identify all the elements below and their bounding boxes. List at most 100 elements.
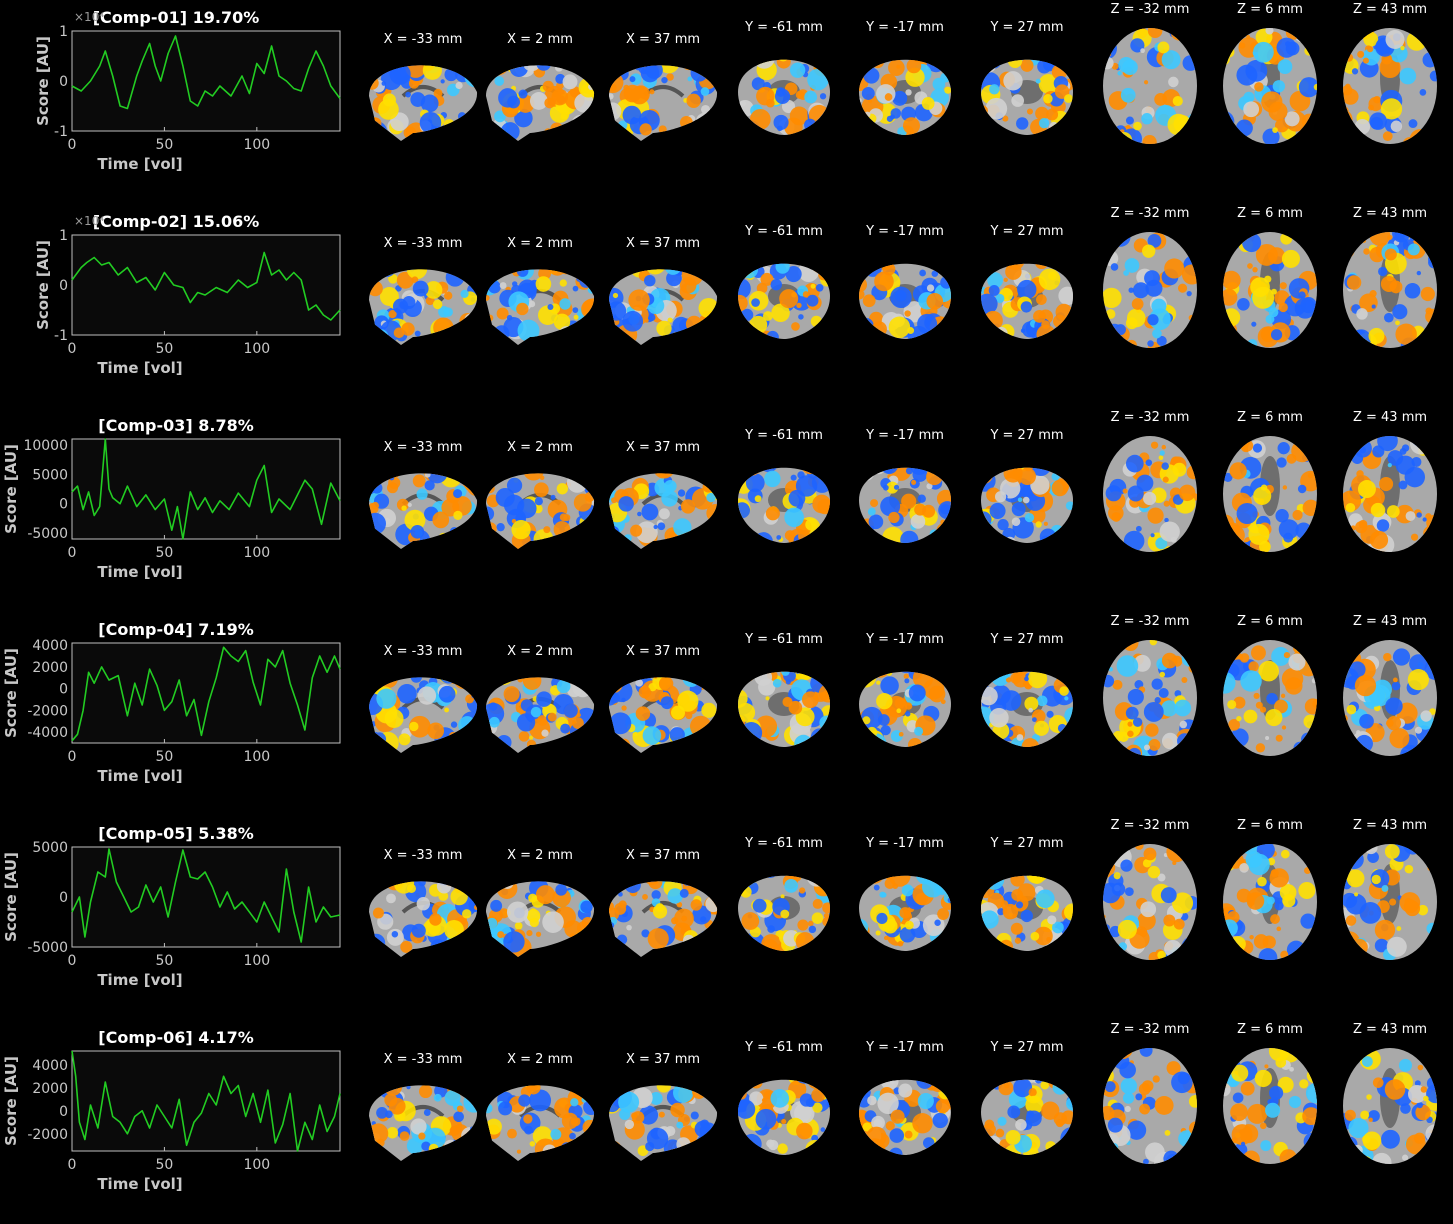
brain-slice-image [369,677,478,753]
brain-slice-image [1223,640,1317,756]
slice-coordinate-label: X = -33 mm [383,1052,463,1067]
brain-slice-image [859,59,951,135]
axis-multiplier: ×10⁴ [74,10,104,24]
brain-slice-image [1223,232,1317,348]
brain-slice-image [1223,1048,1317,1164]
y-tick-label: -1 [54,328,68,344]
brain-slice-image [1103,28,1197,144]
slice-coordinate-label: X = 37 mm [625,236,701,251]
brain-slice-image [1223,436,1317,552]
y-tick-label: 0 [59,682,68,698]
slice-coordinate-label: X = 37 mm [625,32,701,47]
y-tick-label: -2000 [27,1127,68,1143]
slice-coordinate-label: X = 2 mm [507,32,573,47]
slice-coordinate-label: Z = 6 mm [1237,1022,1303,1037]
slice-coordinate-label: Z = -32 mm [1110,410,1190,425]
slice-coordinate-label: Y = -61 mm [745,20,823,35]
x-tick-label: 100 [243,341,270,357]
slice-coordinate-label: Y = -17 mm [866,224,944,239]
brain-slice-image [369,881,478,957]
y-tick-label: -1 [54,124,68,140]
brain-slice-image [609,677,718,753]
y-tick-label: -5000 [27,940,68,956]
slice-coordinate-label: Y = 27 mm [990,632,1064,647]
brain-slice-image [981,263,1073,339]
y-tick-label: 5000 [32,467,68,483]
brain-slice-image [486,65,595,141]
slice-coordinate-label: Z = 43 mm [1352,614,1428,629]
y-tick-label: -2000 [27,703,68,719]
brain-slice-image [859,671,951,747]
brain-slice-image [738,671,830,747]
y-axis-label: Score [AU] [34,36,52,126]
brain-slice-image [369,473,478,549]
brain-slice-image [859,875,951,951]
brain-slice-image [369,1085,478,1161]
y-tick-label: 0 [59,497,68,513]
y-tick-label: 10000 [23,438,68,454]
slice-coordinate-label: X = 2 mm [507,848,573,863]
brain-slice-image [859,467,951,543]
slice-coordinate-label: Y = -61 mm [745,224,823,239]
slice-coordinate-label: Y = 27 mm [990,836,1064,851]
x-tick-label: 50 [155,545,173,561]
y-axis-label: Score [AU] [2,648,20,738]
x-tick-label: 50 [155,341,173,357]
x-tick-label: 0 [68,1157,77,1173]
y-tick-label: 1 [59,228,68,244]
x-tick-label: 50 [155,1157,173,1173]
slice-coordinate-label: Z = 6 mm [1237,2,1303,17]
slice-coordinate-label: Z = -32 mm [1110,614,1190,629]
brain-slice-image [609,473,718,549]
brain-slice-image [981,875,1073,951]
brain-slice-image [486,269,595,345]
plot-axes-box [71,846,341,948]
y-tick-label: 4000 [32,638,68,654]
chart-title: [Comp-03] 8.78% [98,416,253,435]
x-axis-label: Time [vol] [97,1175,182,1193]
slice-coordinate-label: Y = -17 mm [866,20,944,35]
brain-slice-image [1103,232,1197,348]
y-tick-label: 0 [59,74,68,90]
y-tick-label: 4000 [32,1058,68,1074]
brain-slice-image [1103,640,1197,756]
slice-coordinate-label: Y = 27 mm [990,1040,1064,1055]
x-tick-label: 100 [243,749,270,765]
slice-coordinate-label: Z = 6 mm [1237,614,1303,629]
brain-slice-image [738,263,830,339]
chart-title: [Comp-02] 15.06% [93,212,260,231]
x-axis-label: Time [vol] [97,971,182,989]
x-tick-label: 0 [68,137,77,153]
slice-coordinate-label: X = 2 mm [507,644,573,659]
slice-coordinate-label: X = 37 mm [625,848,701,863]
brain-slice-image [1223,844,1317,960]
brain-slice-image [609,65,718,141]
brain-slice-image [486,677,595,753]
slice-coordinate-label: X = -33 mm [383,32,463,47]
slice-coordinate-label: Y = -61 mm [745,632,823,647]
slice-coordinate-label: Y = -17 mm [866,1040,944,1055]
brain-slice-image [1343,640,1437,756]
brain-slice-image [1103,844,1197,960]
series-line [71,251,341,321]
slice-coordinate-label: X = 37 mm [625,644,701,659]
y-tick-label: -4000 [27,725,68,741]
brain-slice-image [486,881,595,957]
y-axis-label: Score [AU] [2,852,20,942]
slice-coordinate-label: X = 2 mm [507,440,573,455]
slice-coordinate-label: Z = -32 mm [1110,818,1190,833]
slice-coordinate-label: X = 37 mm [625,440,701,455]
brain-slice-image [609,881,718,957]
series-line [71,438,341,540]
brain-slice-image [981,1079,1073,1155]
slice-coordinate-label: X = -33 mm [383,236,463,251]
x-tick-label: 50 [155,137,173,153]
brain-slice-image [369,65,478,141]
